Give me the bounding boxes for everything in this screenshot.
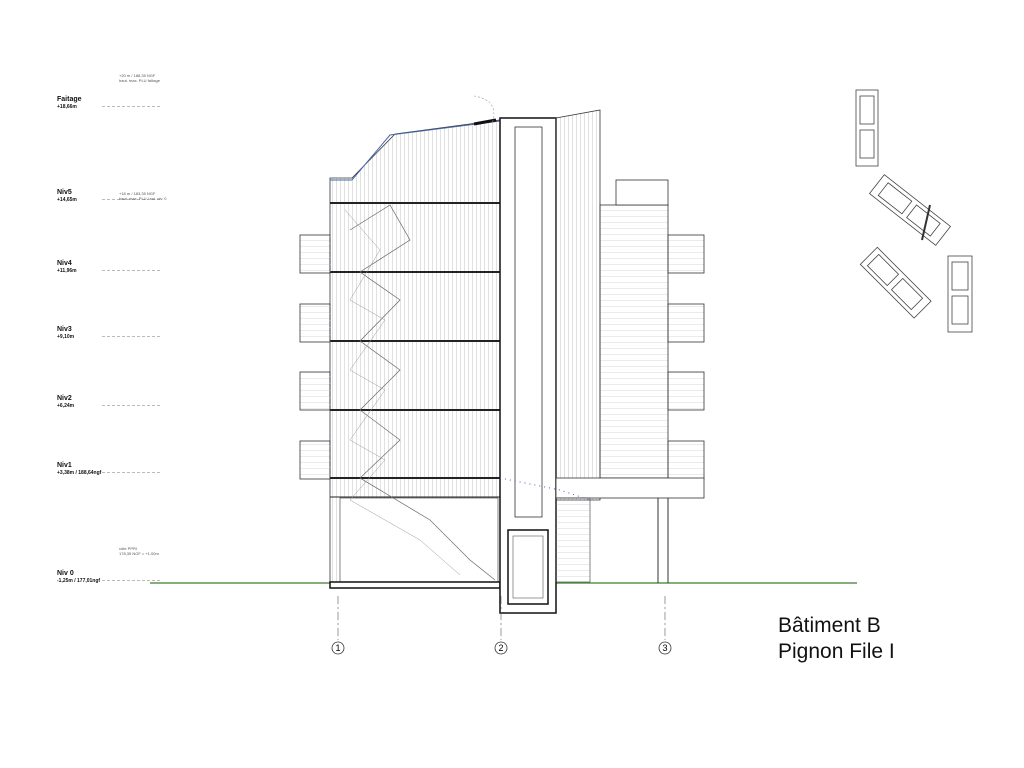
level-name: Niv1 bbox=[57, 462, 72, 469]
note-line: côte PPRI bbox=[119, 546, 138, 551]
level-marker-niv4: Niv4 +11,96m bbox=[57, 260, 160, 274]
level-value: +18,66m bbox=[57, 104, 77, 110]
svg-text:3: 3 bbox=[662, 643, 667, 653]
level-value: +14,65m bbox=[57, 197, 77, 203]
central-core bbox=[473, 95, 557, 614]
level-marker-niv2: Niv2 +6,24m bbox=[57, 395, 160, 409]
height-note-low: côte PPRI 178,35 NGF = +1,00m bbox=[119, 546, 159, 556]
level-value: -1,25m / 177,01ngf bbox=[57, 578, 101, 584]
level-value: +9,10m bbox=[57, 334, 75, 340]
level-line bbox=[102, 336, 160, 337]
left-volume bbox=[299, 119, 501, 589]
level-marker-niv3: Niv3 +9,10m bbox=[57, 326, 160, 340]
svg-text:2: 2 bbox=[498, 643, 503, 653]
drawing-title: Bâtiment B Pignon File I bbox=[778, 613, 895, 665]
level-line bbox=[102, 199, 160, 200]
level-marker-niv5: Niv5 +14,65m bbox=[57, 189, 160, 203]
level-marker-faitage: Faitage +18,66m bbox=[57, 96, 160, 110]
axis-bubble-1: 1 bbox=[331, 641, 345, 655]
level-name: Niv 0 bbox=[57, 570, 74, 577]
level-name: Niv5 bbox=[57, 189, 72, 196]
note-line: 178,35 NGF = +1,00m bbox=[119, 551, 159, 556]
level-marker-niv0: Niv 0 -1,25m / 177,01ngf bbox=[57, 570, 160, 584]
level-value: +6,24m bbox=[57, 403, 75, 409]
height-note-mid: +18 m / 183,35 NGF haut. max. PLU / sol.… bbox=[119, 191, 167, 201]
level-line bbox=[102, 270, 160, 271]
height-note-top: +20 m / 188,35 NGF haut. max. PLU faîtag… bbox=[119, 73, 160, 83]
level-value: +11,96m bbox=[57, 268, 77, 274]
level-line bbox=[102, 405, 160, 406]
note-line: haut. max. PLU faîtage bbox=[119, 78, 160, 83]
level-name: Niv3 bbox=[57, 326, 72, 333]
axis-bubble-3: 3 bbox=[658, 641, 672, 655]
title-building: Bâtiment B bbox=[778, 614, 881, 637]
note-line: haut. max. PLU / sol. niv. 0 bbox=[119, 196, 167, 201]
axis-lines bbox=[337, 596, 666, 640]
level-line bbox=[102, 106, 160, 107]
key-plan bbox=[855, 89, 973, 333]
level-name: Niv2 bbox=[57, 395, 72, 402]
note-line: +20 m / 188,35 NGF bbox=[119, 73, 156, 78]
note-line: +18 m / 183,35 NGF bbox=[119, 191, 156, 196]
right-volume bbox=[499, 109, 705, 583]
level-marker-niv1: Niv1 +3,38m / 188,64ngf bbox=[57, 462, 160, 476]
axis-bubble-2: 2 bbox=[494, 641, 508, 655]
level-name: Niv4 bbox=[57, 260, 72, 267]
level-name: Faitage bbox=[57, 96, 82, 103]
level-line bbox=[102, 472, 160, 473]
level-value: +3,38m / 188,64ngf bbox=[57, 470, 102, 476]
title-view: Pignon File I bbox=[778, 640, 895, 663]
level-line bbox=[102, 580, 160, 581]
svg-text:1: 1 bbox=[335, 643, 340, 653]
